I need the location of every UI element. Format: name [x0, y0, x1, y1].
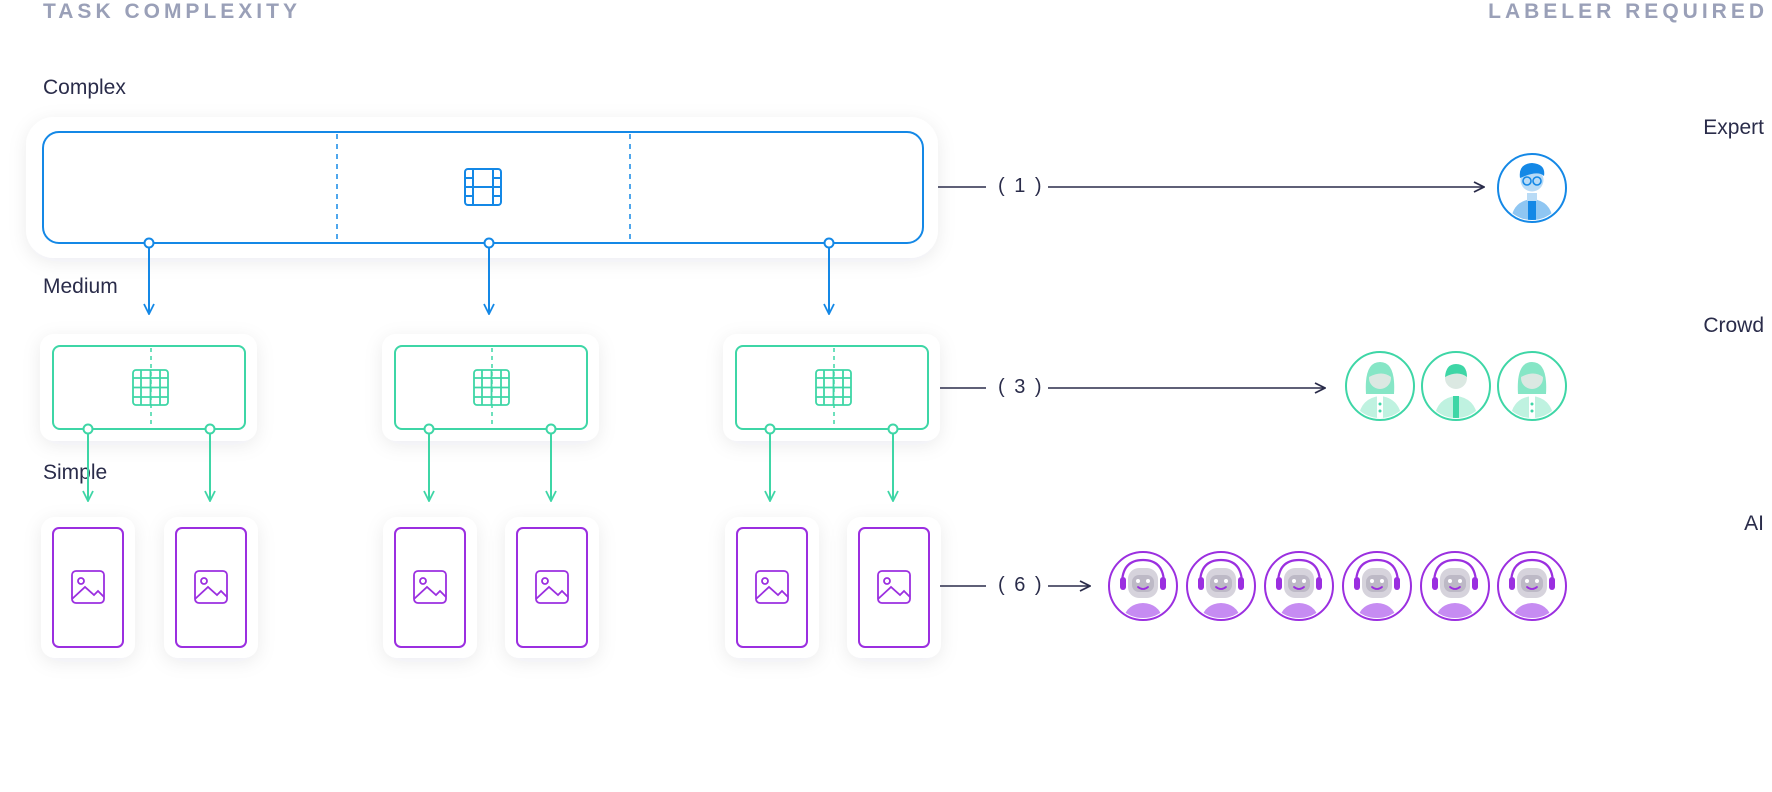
robot-avatar-icon [1342, 551, 1412, 621]
simple-task-3 [383, 517, 477, 658]
robot-avatar-icon [1108, 551, 1178, 621]
medium-grid-icon-1 [132, 369, 169, 406]
level-simple-label: Simple [43, 461, 108, 484]
task-complexity-header: TASK COMPLEXITY [43, 0, 301, 23]
expert-count: ( 1 ) [998, 175, 1044, 197]
image-icon [413, 570, 447, 604]
medium-grid-icon-3 [815, 369, 852, 406]
robot-avatar-icon [1264, 551, 1334, 621]
image-icon [194, 570, 228, 604]
person-avatar-icon [1345, 351, 1415, 421]
crowd-count: ( 3 ) [998, 376, 1044, 398]
person-avatar-icon [1421, 351, 1491, 421]
complex-grid-icon [464, 168, 502, 206]
image-icon [535, 570, 569, 604]
labeler-expert-label: Expert [1703, 116, 1764, 139]
robot-avatar-icon [1186, 551, 1256, 621]
labeler-required-header: LABELER REQUIRED [1488, 0, 1768, 23]
image-icon [71, 570, 105, 604]
simple-task-2 [164, 517, 258, 658]
simple-task-1 [41, 517, 135, 658]
complex-task-box [42, 131, 924, 244]
simple-task-4 [505, 517, 599, 658]
labeler-crowd-label: Crowd [1703, 314, 1764, 337]
image-icon [877, 570, 911, 604]
simple-task-6 [847, 517, 941, 658]
robot-avatar-icon [1497, 551, 1567, 621]
image-icon [755, 570, 789, 604]
labeler-ai-label: AI [1744, 512, 1764, 535]
robot-avatar-icon [1420, 551, 1490, 621]
level-complex-label: Complex [43, 76, 126, 99]
level-medium-label: Medium [43, 275, 118, 298]
simple-task-5 [725, 517, 819, 658]
expert-avatar-icon [1497, 153, 1567, 223]
ai-count: ( 6 ) [998, 574, 1044, 596]
medium-grid-icon-2 [473, 369, 510, 406]
person-avatar-icon [1497, 351, 1567, 421]
